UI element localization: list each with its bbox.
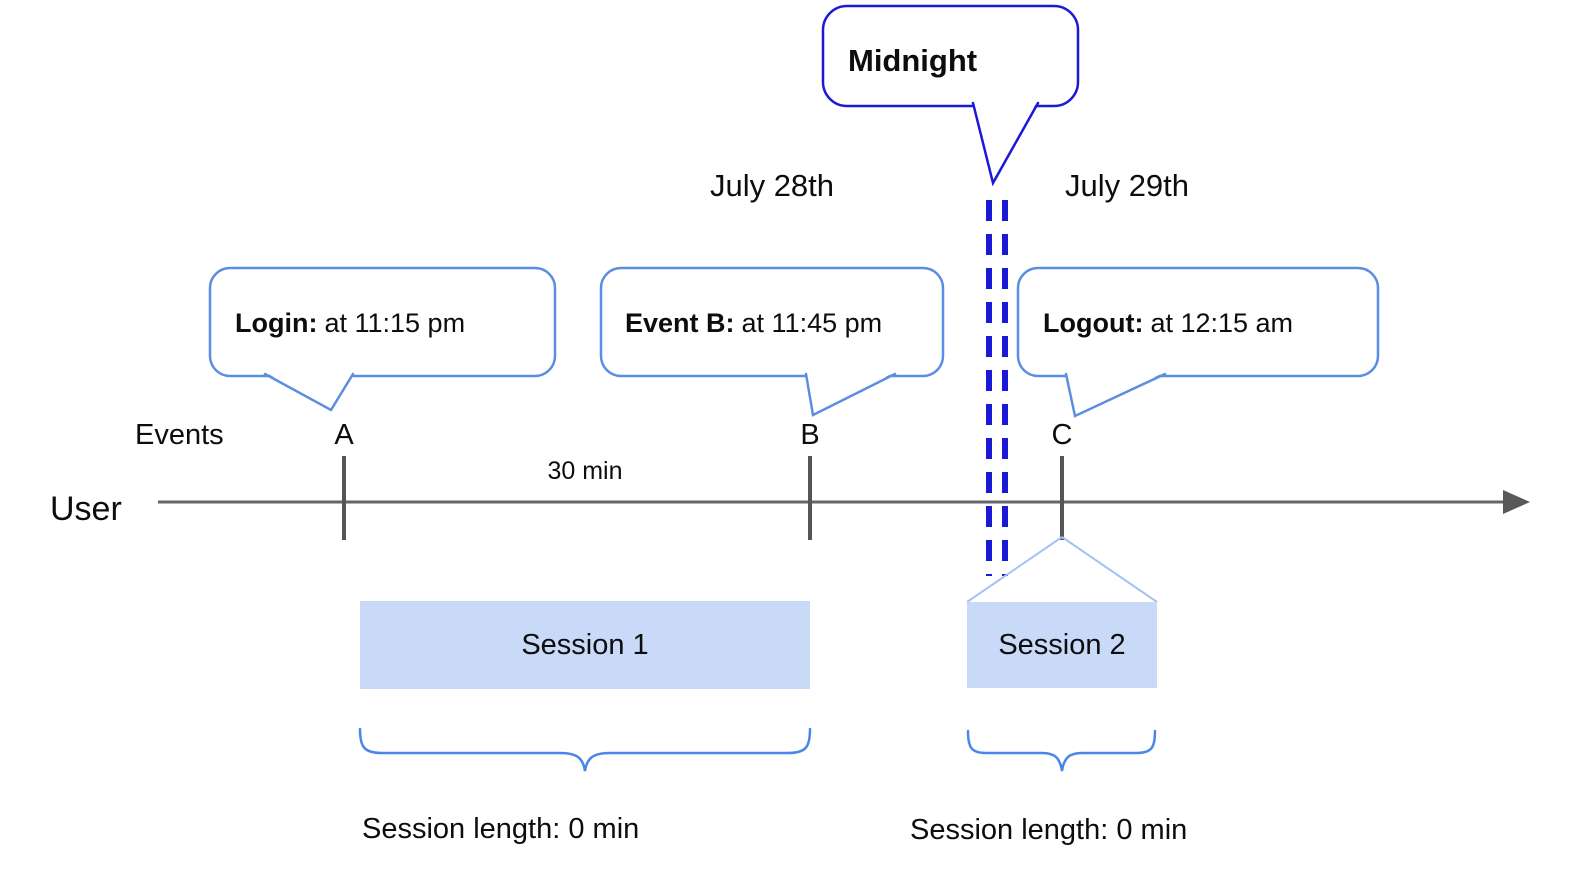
event-a-label: A [334, 419, 354, 451]
session2-pointer [966, 536, 1158, 603]
session1-brace [358, 727, 812, 772]
midnight-callout: Midnight [821, 4, 1080, 187]
events-axis-label: Events [135, 419, 224, 451]
midnight-label: Midnight [848, 43, 977, 78]
session2-length-label: Session length: 0 min [910, 814, 1187, 846]
timeline-arrowhead [1503, 490, 1530, 514]
session1-label: Session 1 [521, 629, 648, 661]
session2-label: Session 2 [998, 629, 1125, 661]
session1-length-label: Session length: 0 min [362, 813, 639, 845]
event-c-label: C [1052, 419, 1073, 451]
logout-callout: Logout:at 12:15 am [1016, 266, 1380, 418]
user-timeline: User [50, 456, 1530, 540]
date-right-label: July 29th [1065, 168, 1189, 203]
logout-bubble-text: Logout:at 12:15 am [1043, 308, 1293, 338]
date-left-label: July 28th [710, 168, 834, 203]
midnight-dashed-line [986, 200, 1008, 576]
session2-brace [966, 729, 1157, 772]
session2-box: Session 2 [967, 602, 1157, 688]
interval-label: 30 min [547, 457, 622, 485]
login-bubble-text: Login:at 11:15 pm [235, 308, 465, 338]
event-b-bubble-text: Event B:at 11:45 pm [625, 308, 882, 338]
event-b-callout: Event B:at 11:45 pm [599, 266, 945, 417]
session1-box: Session 1 [360, 601, 810, 689]
user-label: User [50, 490, 122, 528]
login-callout: Login:at 11:15 pm [208, 266, 557, 412]
event-b-label: B [800, 419, 819, 451]
